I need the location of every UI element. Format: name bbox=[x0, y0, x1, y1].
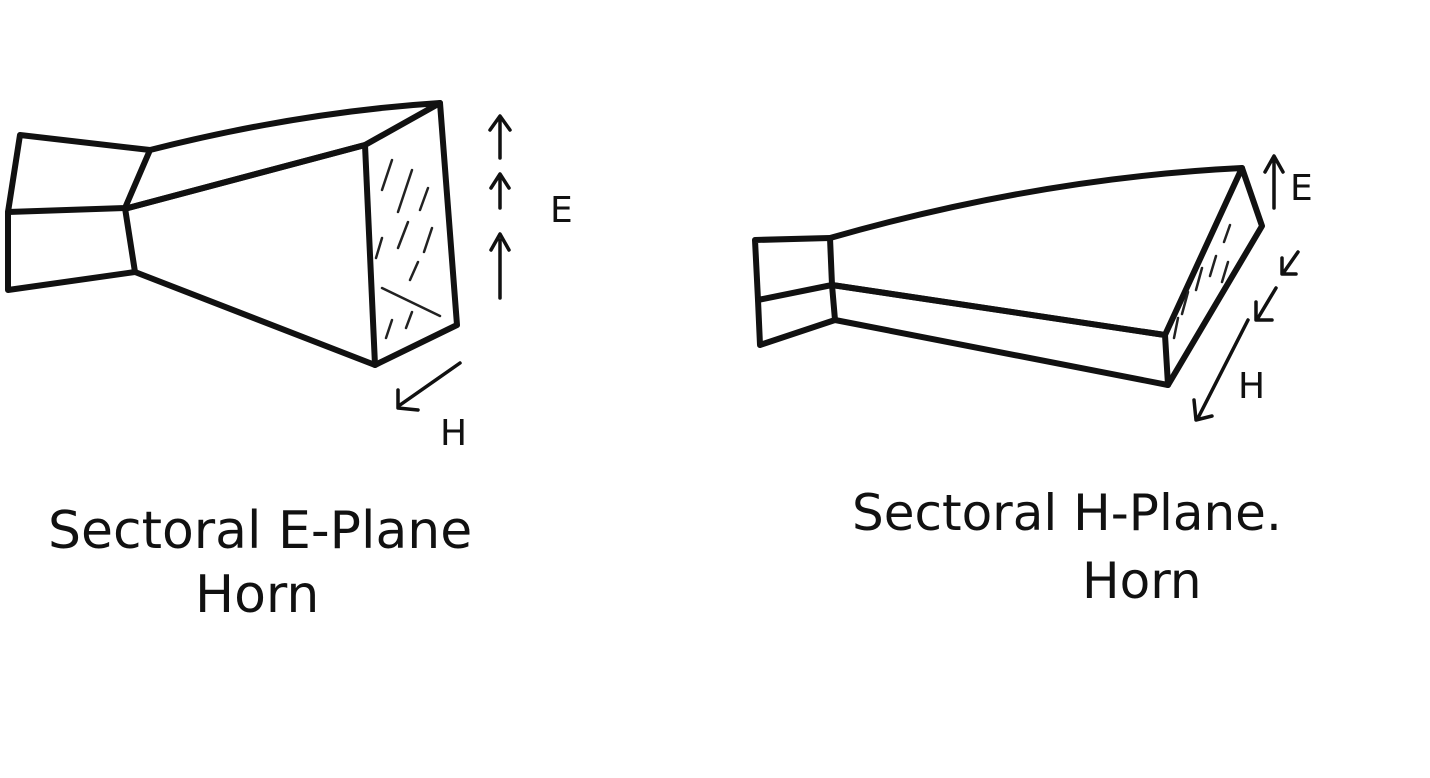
h-plane-caption-line1: Sectoral H-Plane. bbox=[852, 484, 1282, 542]
e-plane-waveguide bbox=[5, 132, 153, 293]
h-plane-aperture-hatching bbox=[1172, 223, 1232, 340]
h-plane-flare bbox=[827, 165, 1265, 388]
e-plane-aperture-hatching bbox=[374, 158, 442, 340]
h-field-arrow bbox=[396, 361, 462, 412]
h-plane-caption-line2: Horn bbox=[1082, 552, 1202, 610]
h-field-arrows bbox=[1192, 250, 1300, 422]
e-field-label: E bbox=[550, 190, 573, 231]
e-plane-caption-line2: Horn bbox=[195, 565, 319, 625]
e-plane-horn-diagram: E H Sectoral E-Plane Horn bbox=[5, 100, 573, 625]
h-plane-horn-diagram: E H Sectoral H-Plane. Horn bbox=[752, 154, 1313, 610]
h-plane-waveguide bbox=[752, 235, 838, 348]
h-field-label: H bbox=[440, 413, 467, 454]
e-field-arrows bbox=[488, 114, 512, 300]
h-field-label: H bbox=[1238, 366, 1265, 407]
e-plane-flare bbox=[125, 100, 460, 368]
e-field-label: E bbox=[1290, 168, 1313, 209]
e-field-arrow bbox=[1263, 154, 1285, 210]
e-plane-caption-line1: Sectoral E-Plane bbox=[48, 501, 472, 561]
